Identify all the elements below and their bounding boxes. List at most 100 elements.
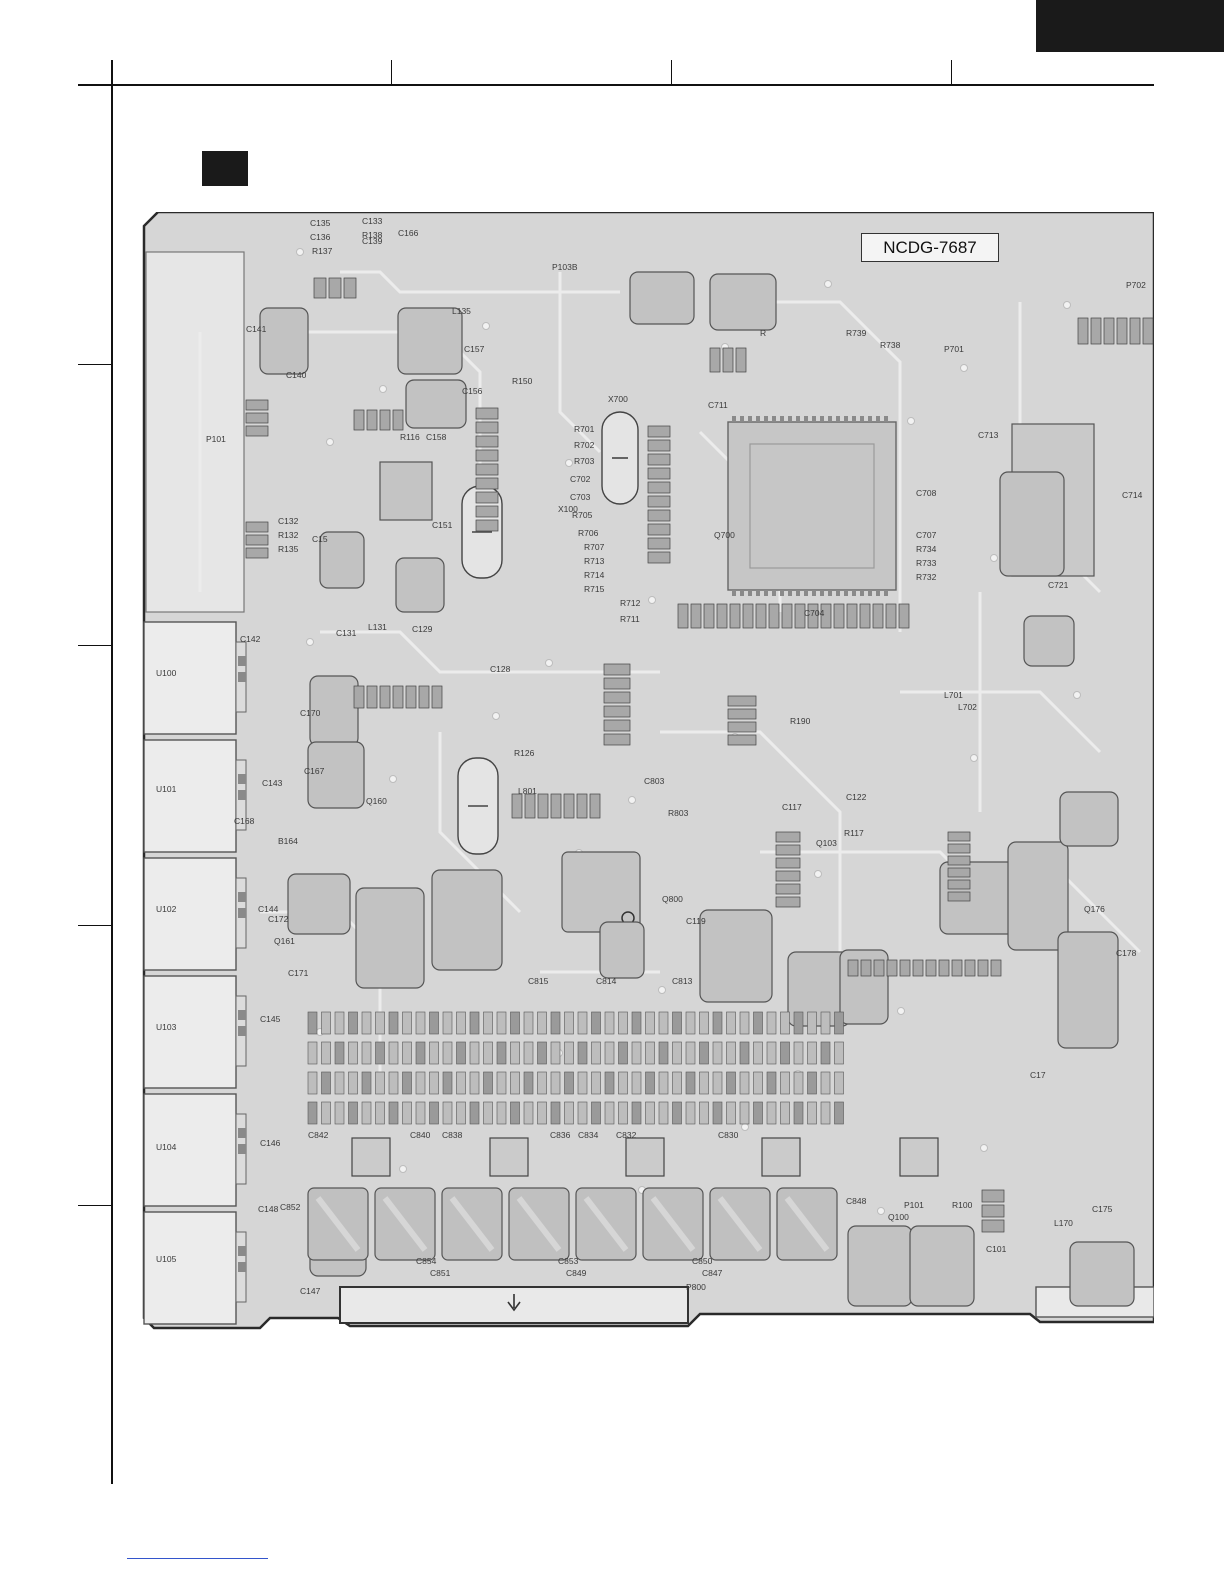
component-label: C702 [570,474,591,484]
smd-resistor [885,603,897,629]
smd-resistor [307,1041,318,1065]
ic-pin [884,590,888,596]
component-label: C129 [412,624,433,634]
smd-resistor [563,793,575,819]
smd-resistor [1103,317,1115,345]
component-label: U105 [156,1254,177,1264]
component-label: R732 [916,572,937,582]
frame-left-line [111,60,113,1484]
smd-resistor [550,1041,561,1065]
smd-resistor [631,1071,642,1095]
smd-resistor [716,603,728,629]
smd-resistor [739,1011,750,1035]
smd-resistor [775,870,801,882]
smd-resistor [699,1071,709,1095]
electrolytic-capacitor [1069,1241,1135,1307]
smd-resistor [780,1041,790,1065]
smd-resistor [647,509,671,522]
smd-resistor [712,1041,723,1065]
smd-resistor [577,1011,588,1035]
ic-pin [756,590,760,596]
smd-resistor [348,1101,358,1125]
smd-resistor [834,1011,844,1035]
component-label: C703 [570,492,591,502]
ic-pin [860,416,864,422]
electrolytic-capacitor [405,379,467,429]
component-label: C151 [432,520,453,530]
smd-resistor [313,277,327,299]
component-label: C850 [692,1256,713,1266]
footer-underline [127,1558,268,1559]
smd-resistor [550,1011,561,1035]
smd-resistor [685,1071,696,1095]
smd-resistor [475,421,499,434]
smd-resistor [766,1101,777,1125]
smd-resistor [375,1011,385,1035]
via-hole [877,1207,885,1215]
jack-port [143,975,237,1089]
smd-resistor [899,959,911,977]
jack-pin [238,672,246,682]
jack-pin [238,790,246,800]
smd-resistor [379,685,391,709]
smd-resistor [703,603,715,629]
component-label: C836 [550,1130,571,1140]
component-label: R [760,328,766,338]
smd-resistor [550,793,562,819]
component-label: C139 [362,236,383,246]
smd-resistor [591,1071,601,1095]
smd-resistor [334,1101,345,1125]
smd-resistor [631,1041,642,1065]
smd-resistor [245,534,269,546]
component-label: Q103 [816,838,837,848]
smd-resistor [846,603,858,629]
component-label: R703 [574,456,595,466]
component-label: P101 [904,1200,924,1210]
component-label: R116 [400,432,420,442]
smd-resistor [886,959,898,977]
transistor-highlight [449,1196,495,1252]
smd-resistor [647,551,671,564]
smd-resistor [618,1041,628,1065]
smd-resistor [604,1071,615,1095]
smd-resistor [645,1101,655,1125]
smd-resistor [677,603,689,629]
component-label: C172 [268,914,289,924]
smd-resistor [510,1101,520,1125]
smd-resistor [775,831,801,843]
transistor-package [899,1137,939,1177]
smd-resistor [781,603,793,629]
smd-resistor [699,1011,709,1035]
jack-pin [238,908,246,918]
smd-resistor [618,1071,628,1095]
smd-resistor [510,1071,520,1095]
transistor-package [489,1137,529,1177]
component-label: C815 [528,976,549,986]
smd-resistor [475,435,499,448]
smd-resistor [469,1011,480,1035]
component-label: C141 [246,324,267,334]
component-label: R734 [916,544,937,554]
smd-resistor [647,425,671,438]
smd-resistor [727,721,757,733]
smd-resistor [699,1041,709,1065]
component-label: C721 [1048,580,1069,590]
copper-trace [320,630,660,674]
component-label: C852 [280,1202,301,1212]
ic-pin [788,416,792,422]
component-label: C147 [300,1286,321,1296]
component-label: Q100 [888,1212,909,1222]
component-label: R137 [312,246,333,256]
smd-resistor [321,1071,331,1095]
electrolytic-capacitor [999,471,1065,577]
component-label: C145 [260,1014,281,1024]
smd-resistor [245,547,269,559]
component-label: U100 [156,668,177,678]
smd-resistor [496,1071,507,1095]
smd-resistor [793,1041,804,1065]
component-label: C166 [398,228,419,238]
smd-resistor [947,831,971,842]
via-hole [389,775,397,783]
smd-resistor [576,793,588,819]
smd-resistor [564,1011,574,1035]
